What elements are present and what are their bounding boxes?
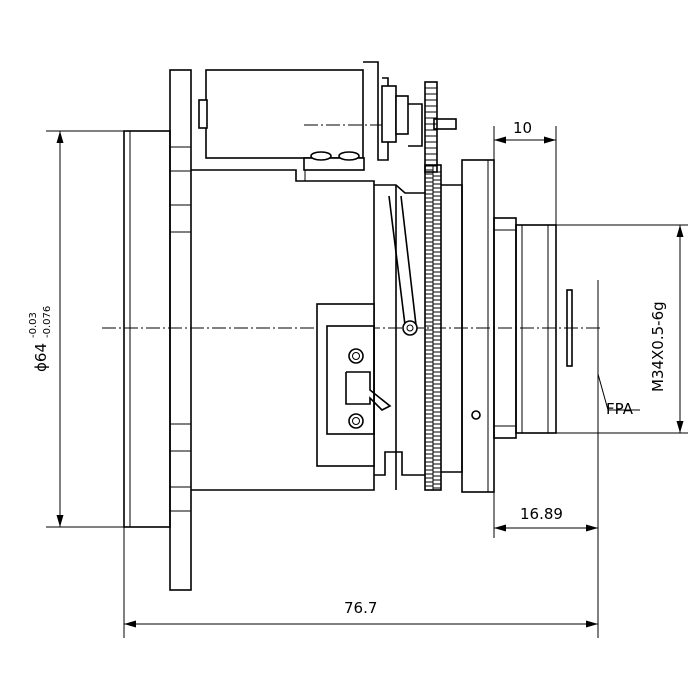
dim-diameter	[46, 130, 124, 528]
rear-flange	[461, 159, 495, 493]
dim-thread-length: 10	[493, 119, 557, 225]
ring-gear	[424, 164, 442, 491]
fpa-label: FPA	[606, 400, 634, 418]
dim-thread-label-group: M34X0.5-6g	[649, 301, 667, 392]
dim-diameter-tol-lower: -0.076	[42, 306, 53, 338]
pinion-gear	[424, 81, 438, 173]
threaded-mount	[493, 217, 557, 439]
dim-diameter-label-group: ϕ64 -0.03 -0.076	[28, 306, 53, 372]
dim-diameter-label: ϕ64	[32, 343, 50, 372]
main-housing	[191, 169, 375, 491]
front-barrel	[123, 130, 171, 528]
dim-overall-length-label: 76.7	[344, 599, 377, 617]
dim-flange-fpa: 16.89	[493, 378, 599, 538]
cam-ring	[374, 184, 425, 490]
dim-diameter-tol-upper: -0.03	[28, 312, 39, 338]
dim-flange-fpa-label: 16.89	[520, 505, 563, 523]
dim-thread-label: M34X0.5-6g	[649, 301, 667, 392]
dim-thread-length-label: 10	[513, 119, 532, 137]
motor-bracket	[363, 61, 457, 161]
dim-thread	[556, 224, 688, 434]
mounting-flange	[169, 69, 192, 591]
fpa-leader: FPA	[597, 373, 640, 418]
fpa-window	[566, 280, 599, 378]
connector-box	[316, 303, 392, 467]
dim-overall-length: 76.7	[123, 527, 599, 638]
focus-motor	[198, 69, 395, 171]
